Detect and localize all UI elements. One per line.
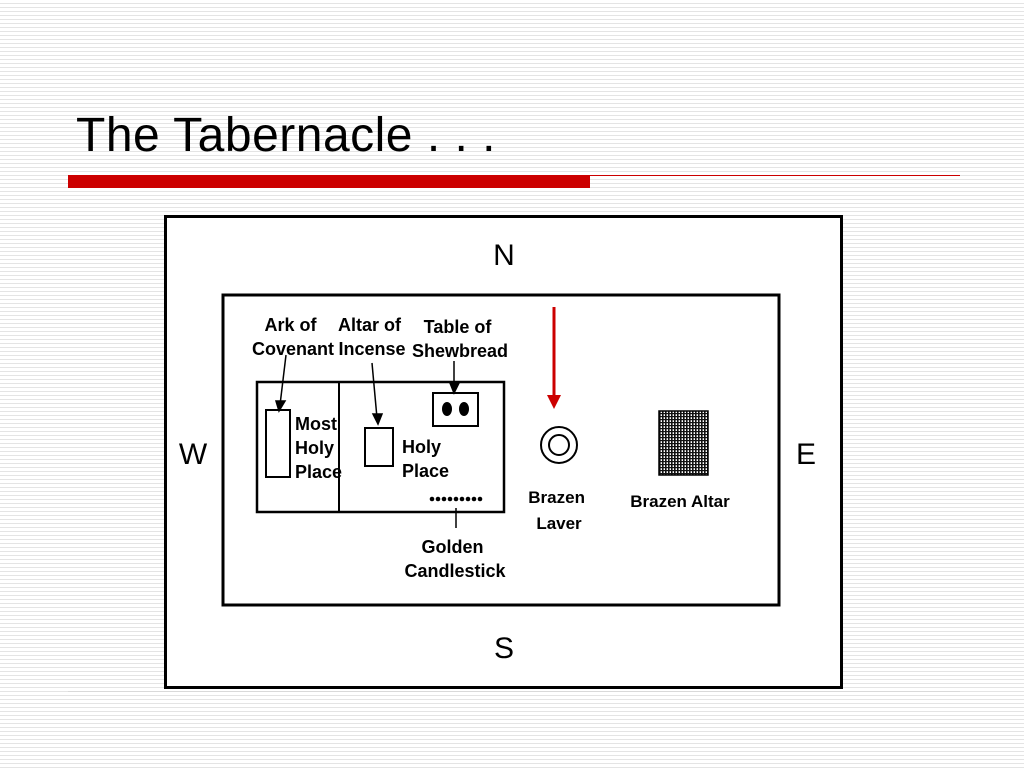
golden-candlestick-shape [429, 496, 483, 502]
ark-of-covenant-shape [265, 409, 291, 478]
altar-of-incense-shape [364, 427, 394, 467]
compass-north: N [493, 239, 515, 272]
brazen-altar-shape [658, 410, 709, 476]
bottom-rule [68, 691, 960, 692]
tabernacle-diagram: N S W E Ark of Covenant Altar of Incense… [164, 215, 843, 689]
brazen-laver-inner [548, 434, 570, 456]
compass-east: E [796, 438, 816, 471]
compass-west: W [179, 438, 208, 471]
label-brazen-laver: Brazen Laver [528, 488, 589, 533]
table-of-shewbread-shape [432, 392, 479, 427]
label-most-holy-place: Most Holy Place [295, 414, 342, 482]
shewbread-loaf [459, 402, 469, 416]
label-brazen-altar: Brazen Altar [630, 492, 730, 511]
title-underline-rule [590, 175, 960, 176]
compass-south: S [494, 632, 514, 665]
label-ark-of-covenant: Ark of Covenant [252, 315, 334, 359]
red-arrow-head [547, 395, 561, 409]
label-holy-place: Holy Place [402, 437, 449, 481]
shewbread-loaf [442, 402, 452, 416]
label-altar-of-incense: Altar of Incense [338, 315, 406, 359]
title-underline-bar [68, 175, 590, 188]
label-table-of-shewbread: Table of Shewbread [412, 317, 508, 361]
label-golden-candlestick: Golden Candlestick [404, 537, 506, 581]
slide-title: The Tabernacle . . . [76, 109, 497, 162]
